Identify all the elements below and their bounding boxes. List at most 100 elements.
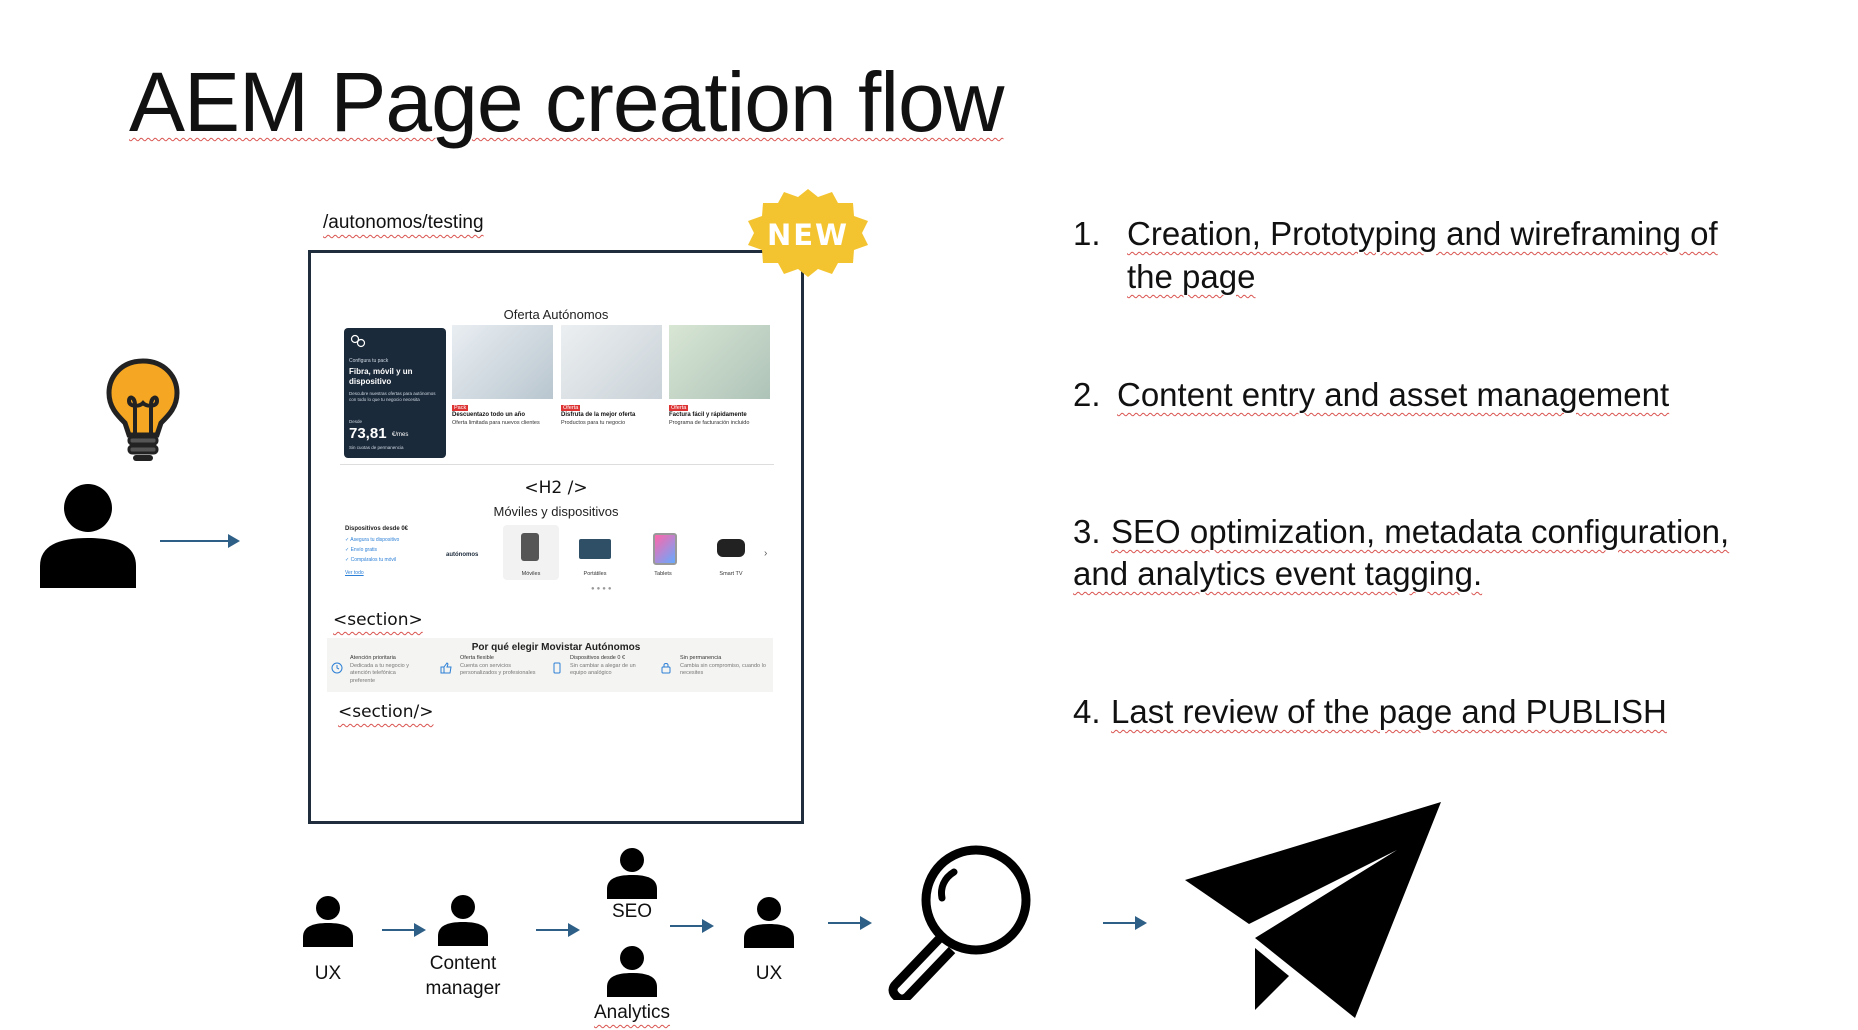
feature-desc: Cuenta con servicios personalizados y pr… [460,662,536,677]
section-close-tag: <section/> [338,702,434,722]
promo-kicker: Configura tu pack [349,358,389,364]
card-image [669,325,770,399]
new-badge-icon [748,189,868,277]
seo-label: SEO [611,901,653,922]
device-label: Móviles [521,571,541,577]
device-tile[interactable]: Móviles [503,525,559,580]
feature-item: Sin permanencia Cambia sin compromiso, c… [680,655,768,678]
seo-person-icon [607,848,657,899]
promo-price-note: Sin cuotas de permanencia [349,445,404,450]
why-title: Por qué elegir Movistar Autónomos [471,642,641,653]
section-open-tag: <section> [333,610,423,630]
ux-label: UX [314,963,342,984]
feature-title: Atención prioritaria [350,655,396,661]
person-icon [40,484,136,588]
step-2: 2. Content entry and asset management [1073,374,1669,417]
arrow-icon [382,923,426,937]
step-1-cont: the page [1127,258,1256,295]
devices-brand: autónomos [446,552,479,558]
page-title: AEM Page creation flow [129,55,1004,149]
device-tile[interactable]: Smart TV [703,525,759,580]
phone-outline-icon [553,662,561,674]
step-text: Content entry and asset management [1117,376,1670,413]
step-4: 4.Last review of the page and PUBLISH [1073,691,1667,734]
promo-card[interactable] [344,328,446,458]
content-manager-person-icon [438,895,488,946]
feature-desc: Cambia sin compromiso, cuando lo necesit… [680,662,766,677]
device-tile[interactable]: Portátiles [567,525,623,580]
divider [340,464,774,465]
card-image [561,325,662,399]
card-image [452,325,553,399]
arrow-icon [828,916,872,930]
feature-item: Atención prioritaria Dedicada a tu negoc… [350,655,420,686]
card-title: Disfruta de la mejor oferta [561,412,636,419]
feature-desc: Sin cambiar a alegar de un equipo analóg… [570,662,636,677]
arrow-icon [536,923,580,937]
paper-plane-icon [1185,802,1441,1018]
step-3-cont: and analytics event tagging. [1073,555,1483,592]
device-label: Tablets [654,571,672,577]
card-tag: Oferta [669,405,689,411]
feature-item: Dispositivos desde 0 € Sin cambiar a ale… [570,655,650,678]
offer-card[interactable]: Oferta Factura fácil y rápidamente Progr… [669,325,770,455]
magnifier-icon [888,845,1031,1000]
content-manager-label-line: Content [429,953,497,974]
promo-price-unit: €/mes [392,432,409,438]
ux-person-icon [303,896,353,947]
offer-card[interactable]: Pack Descuentazo todo un año Oferta limi… [452,325,553,455]
dots-logo-icon [350,334,366,348]
feature-desc: Dedicada a tu negocio y atención telefón… [350,662,410,685]
step-1: 1. Creation, Prototyping and wireframing … [1073,213,1718,256]
step-text: SEO optimization, metadata configuration… [1111,513,1730,550]
devices-side-item: ✓ Asegura tu dispositivo [345,537,400,543]
phone-icon [521,533,539,561]
promo-desc: Descubre nuestras ofertas para autónomos… [349,391,436,402]
clock-icon [331,662,343,674]
card-note: Oferta limitada para nuevos clientes [452,420,540,427]
speaker-icon [717,539,745,557]
card-note: Productos para tu negocio [561,420,626,427]
step-3: 3. SEO optimization, metadata configurati… [1073,511,1729,554]
new-badge-label: NEW [766,218,850,252]
thumbs-up-icon [440,662,452,674]
arrow-icon [160,534,240,548]
step-number: 3. [1073,513,1101,550]
devices-side-item: ✓ Compáralos tu móvil [345,557,397,563]
feature-title: Dispositivos desde 0 € [570,655,626,661]
hero-title: Oferta Autónomos [503,307,609,322]
analytics-label: Analytics [593,1002,671,1023]
card-title: Descuentazo todo un año [452,412,526,419]
devices-title: Móviles y dispositivos [493,504,619,519]
content-manager-label-line: manager [425,977,501,999]
promo-price-prefix: Desde [349,419,363,424]
feature-title: Oferta flexible [460,655,494,661]
device-tile[interactable]: Tablets [635,525,691,580]
step-number: 1. [1073,215,1101,252]
promo-heading: Fibra, móvil y un dispositivo [349,367,413,386]
device-label: Smart TV [719,571,743,577]
ux-review-person-icon [744,897,794,948]
devices-side-link[interactable]: Ver todo [345,570,364,576]
chevron-right-icon[interactable]: › [764,548,768,559]
analytics-person-icon [607,946,657,997]
feature-item: Oferta flexible Cuenta con servicios per… [460,655,540,678]
carousel-dots-icon[interactable]: ●●●● [591,586,614,592]
ux-review-label: UX [755,963,783,984]
devices-side-heading: Dispositivos desde 0€ [345,526,409,532]
devices-side-item: ✓ Envío gratis [345,547,377,553]
laptop-icon [579,539,611,559]
offer-card[interactable]: Oferta Disfruta de la mejor oferta Produ… [561,325,662,455]
step-text: Creation, Prototyping and wireframing of [1127,215,1718,252]
promo-price: 73,81 [349,425,387,442]
why-section [327,638,773,692]
card-tag: Pack [452,405,469,411]
step-number: 2. [1073,376,1101,413]
content-manager-label: Content manager [413,952,513,1001]
page-path: /autonomos/testing [323,212,484,233]
h2-tag: <H2 /> [524,478,588,498]
tablet-icon [653,533,677,565]
feature-title: Sin permanencia [680,655,722,661]
lightbulb-icon [106,358,180,461]
step-text: Last review of the page and PUBLISH [1111,693,1667,730]
